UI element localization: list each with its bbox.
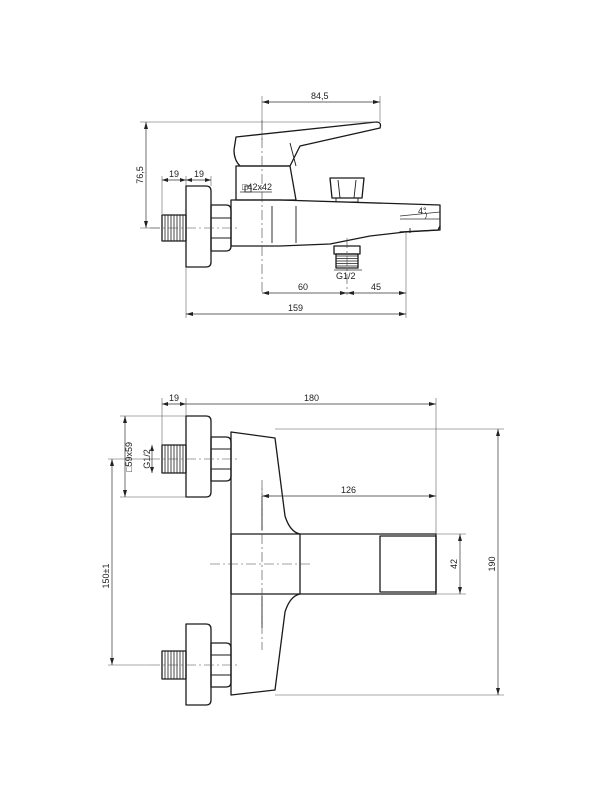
side-spout-angle-label: 4° (418, 206, 427, 216)
plan-lower-rosette (185, 623, 212, 706)
side-dim-flange-a: 19 (169, 169, 179, 179)
plan-view: 19 180 □59x59 G1/2 126 42 (101, 393, 504, 706)
plan-spout-tip (379, 535, 437, 593)
side-outlet-thread-label: G1/2 (336, 271, 356, 281)
plan-dim-overall-length: 180 (304, 393, 319, 403)
plan-dim-overall-height: 190 (487, 556, 497, 571)
side-lever-handle (233, 121, 382, 167)
side-dim-height: 76,5 (135, 166, 145, 184)
side-dim-body-square: □42x42 (242, 182, 272, 192)
plan-dim-flange-depth: 19 (169, 393, 179, 403)
side-dim-outlet-to-tip: 45 (371, 282, 381, 292)
plan-dim-rosette-square: □59x59 (124, 442, 134, 472)
plan-dim-spout-height: 42 (449, 559, 459, 569)
plan-upper-rosette (185, 415, 212, 498)
side-rosette-flange (185, 185, 212, 268)
plan-mixer-body (230, 431, 301, 696)
side-dim-flange-b: 19 (194, 169, 204, 179)
side-mixer-body (230, 199, 441, 247)
plan-dim-spout-length: 126 (341, 485, 356, 495)
plan-dim-inlet-spacing: 150±1 (101, 564, 111, 589)
side-spout-tip (399, 225, 441, 233)
side-dim-overall-length: 159 (288, 303, 303, 313)
side-view: 4° 84,5 76,5 19 19 □42x42 G1/2 (135, 91, 441, 318)
side-dim-inlet-to-outlet: 60 (298, 282, 308, 292)
side-dim-lever-reach: 84,5 (311, 91, 329, 101)
side-diverter-knob (329, 177, 365, 199)
